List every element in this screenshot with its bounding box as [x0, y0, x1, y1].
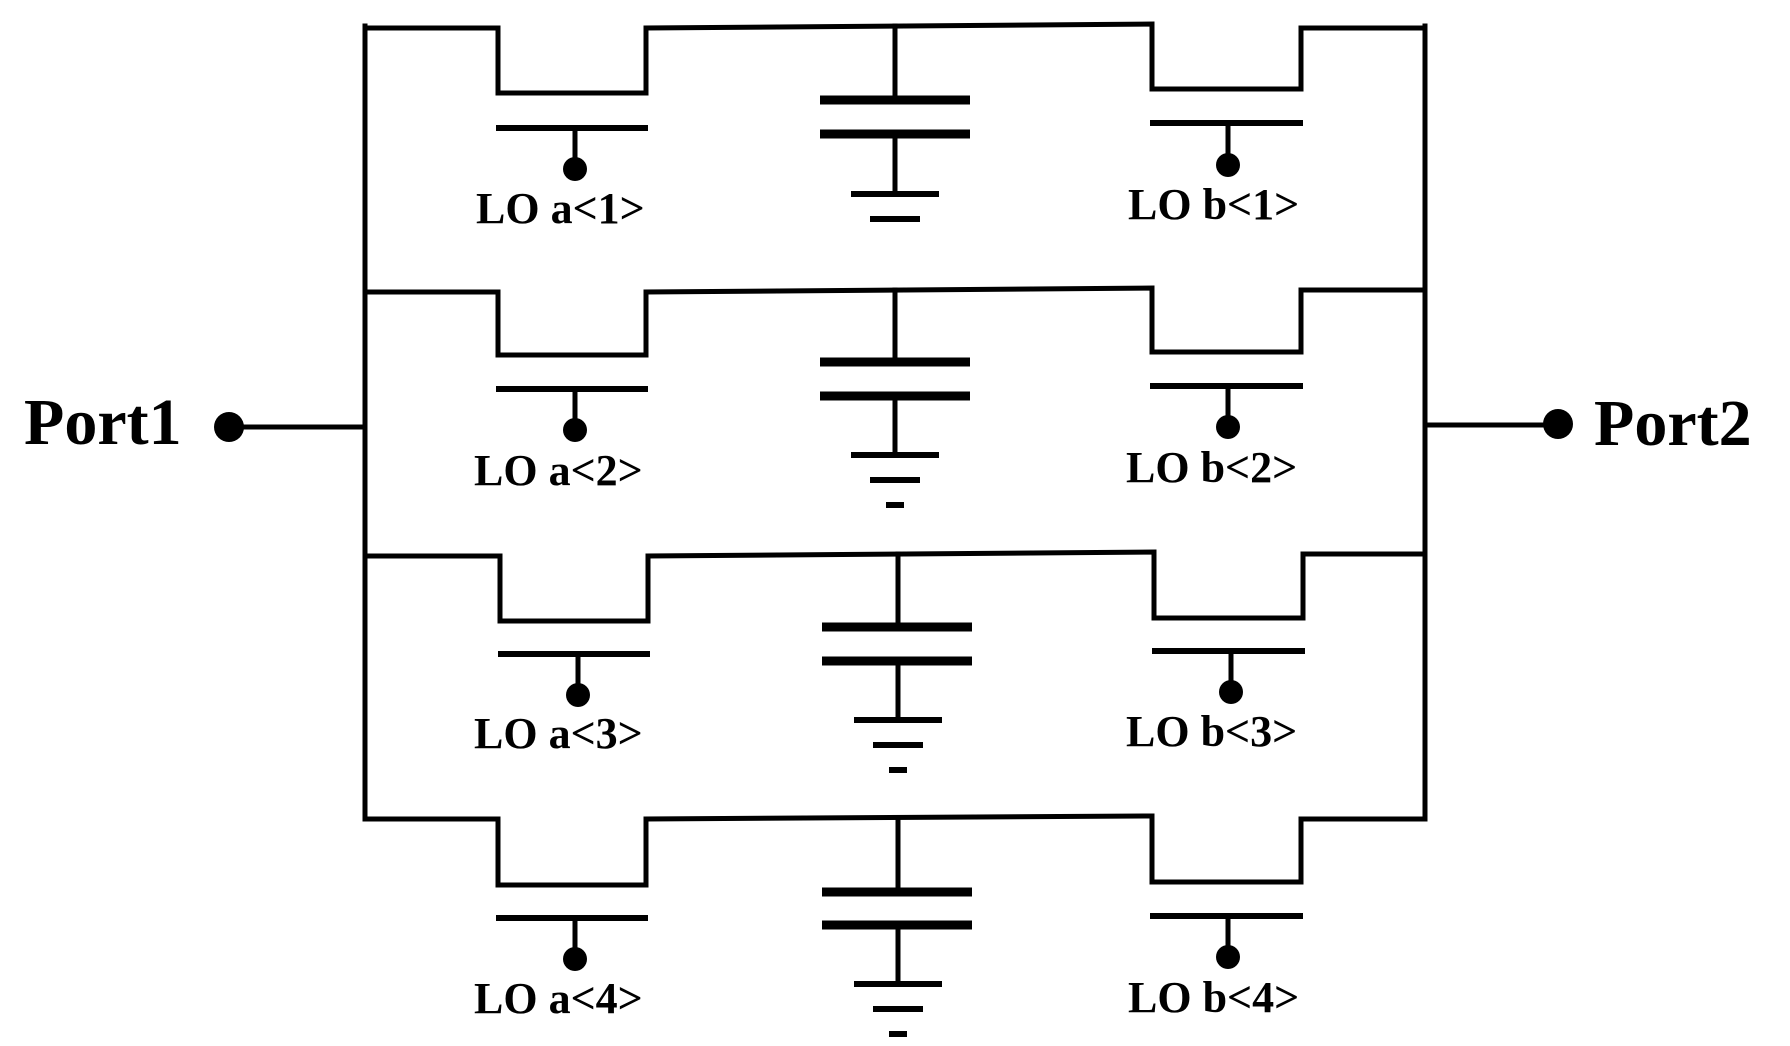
- branch-1-ground-icon: [851, 191, 939, 222]
- branch-1-lo-a-label: LO a<1>: [476, 184, 645, 233]
- branch-1: LO a<1> LO b<1>: [362, 21, 1428, 233]
- branch-4-lo-a-label: LO a<4>: [474, 974, 643, 1023]
- branch-1-switch-b-dot: [1216, 153, 1240, 177]
- port2-terminal: Port2: [1422, 387, 1752, 460]
- port1-terminal: Port1: [24, 386, 368, 459]
- branch-4-lo-b-label: LO b<4>: [1128, 973, 1299, 1022]
- branch-3-lo-b-label: LO b<3>: [1126, 707, 1297, 756]
- branch-3-top-wire: [362, 549, 1428, 624]
- port2-node-dot: [1543, 409, 1573, 439]
- branch-3-switch-b-dot: [1219, 680, 1243, 704]
- branch-2: LO a<2> LO b<2>: [362, 285, 1428, 508]
- branch-2-lo-a-label: LO a<2>: [474, 446, 643, 495]
- branch-4: LO a<4> LO b<4>: [362, 813, 1428, 1037]
- branch-4-top-wire: [362, 813, 1428, 888]
- branch-2-top-wire: [362, 285, 1428, 358]
- branch-4-switch-a-dot: [563, 947, 587, 971]
- branch-2-ground-icon: [851, 452, 939, 508]
- branch-2-switch-b-dot: [1216, 415, 1240, 439]
- branch-3-switch-a-dot: [566, 683, 590, 707]
- port1-label: Port1: [24, 386, 182, 459]
- branch-3-ground-icon: [854, 717, 942, 773]
- branch-4-switch-b-dot: [1216, 945, 1240, 969]
- branch-3-lo-a-label: LO a<3>: [474, 709, 643, 758]
- branch-1-top-wire: [362, 21, 1428, 96]
- branch-1-switch-a-dot: [563, 157, 587, 181]
- branch-3: LO a<3> LO b<3>: [362, 549, 1428, 773]
- branch-4-ground-icon: [854, 981, 942, 1037]
- port2-label: Port2: [1594, 387, 1752, 460]
- branch-2-lo-b-label: LO b<2>: [1126, 443, 1297, 492]
- branch-2-switch-a-dot: [563, 418, 587, 442]
- branch-1-lo-b-label: LO b<1>: [1128, 180, 1299, 229]
